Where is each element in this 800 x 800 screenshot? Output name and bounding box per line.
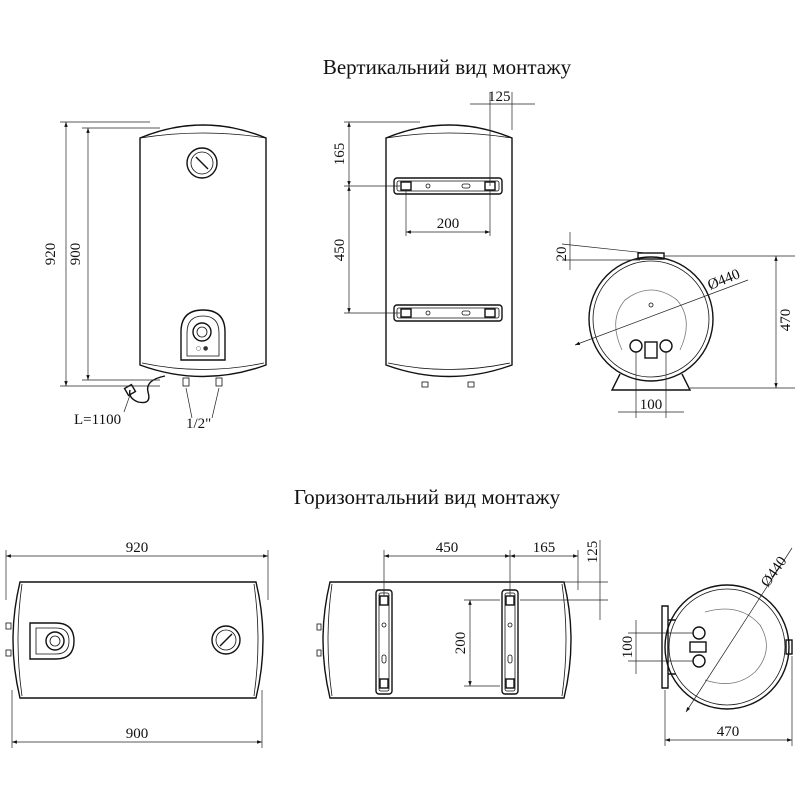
dim-horizontal-bracket-spacing: 450: [436, 540, 459, 556]
side-knob-bracket: [785, 639, 793, 655]
power-cable: [128, 375, 166, 404]
dim-horizontal-bracket-width: 200: [453, 632, 469, 655]
dim-horizontal-diameter: Ø440: [758, 554, 790, 590]
dim-depth: 470: [778, 309, 794, 332]
horizontal-bracket-left: [375, 589, 393, 695]
dim-end-offset: 165: [533, 540, 556, 556]
horizontal-bracket-right: [501, 589, 519, 695]
horizontal-temperature-knob-icon: [45, 631, 65, 651]
pipe-inlet-icon: [629, 339, 643, 353]
dim-horizontal-pipe-spacing: 100: [620, 636, 636, 659]
dim-pipe-thread: 1/2": [186, 416, 211, 432]
vertical-back-view: 125 165 450 200: [332, 89, 535, 388]
horizontal-pipe-inlet-icon: [692, 626, 706, 640]
dim-length-body: 900: [126, 726, 149, 742]
side-base: [610, 373, 692, 391]
dim-horizontal-depth: 470: [717, 724, 740, 740]
dim-diameter: Ø440: [706, 266, 743, 293]
tank-horizontal-back-outline: [322, 581, 572, 699]
tank-top-seam: [139, 132, 267, 139]
dim-top-gap: 20: [554, 247, 570, 262]
thermometer-gauge-icon: [186, 147, 218, 179]
tank-body-outline: [139, 124, 267, 378]
dim-height-body: 900: [68, 243, 84, 266]
tank-back-outline: [385, 124, 513, 378]
title-horizontal-mounting: Горизонтальний вид монтажу: [294, 485, 561, 509]
dim-bracket-width: 200: [437, 216, 460, 232]
vertical-front-view: ○ ● 920 900 L=1100 1/2": [43, 121, 267, 432]
horizontal-front-view: 920 900: [5, 540, 269, 748]
svg-text:○ ●: ○ ●: [196, 345, 208, 352]
mounting-bracket-top: [393, 177, 503, 195]
dim-bracket-offset: 125: [488, 89, 511, 105]
horizontal-side-view: Ø440 100 470: [620, 547, 793, 746]
dim-bracket-spacing: 450: [332, 239, 348, 262]
mounting-bracket-bottom: [393, 304, 503, 322]
horizontal-heating-element-outline: [704, 608, 767, 684]
dim-top-offset: 165: [332, 143, 348, 166]
horizontal-tank-section: [664, 584, 790, 710]
heating-element-outline: [615, 289, 687, 351]
tank-circular-section: [588, 256, 714, 382]
horizontal-control-panel: [29, 622, 75, 660]
horizontal-back-view: 450 165 125 200: [316, 540, 608, 699]
dim-pipe-spacing: 100: [640, 397, 663, 413]
dim-height-total: 920: [43, 243, 59, 266]
pipe-outlet-icon: [659, 339, 673, 353]
dim-cable-length: L=1100: [74, 412, 121, 428]
dim-top-offset-horizontal: 125: [585, 541, 601, 564]
control-panel-outline: [180, 309, 226, 361]
horizontal-pipe-outlet-icon: [692, 654, 706, 668]
horizontal-thermometer-icon: [211, 625, 241, 655]
title-vertical-mounting: Вертикальний вид монтажу: [323, 55, 572, 79]
dim-length-total: 920: [126, 540, 149, 556]
tank-bottom-seam: [141, 362, 265, 370]
vertical-side-view: 20 Ø440 470 100: [554, 232, 795, 418]
temperature-knob-icon: [192, 322, 212, 342]
tank-horizontal-outline: [12, 581, 264, 699]
